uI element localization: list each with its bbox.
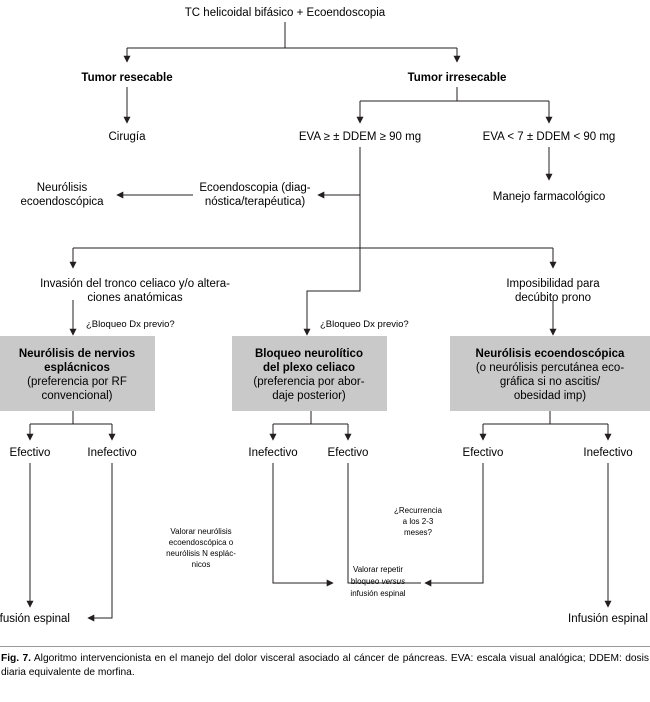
node-ecoendoscopia-diag-line2: nóstica/terapéutica)	[205, 196, 306, 208]
box-plexo-line-2: (preferencia por abor-	[253, 376, 364, 388]
node-imposibilidad-line1: Imposibilidad para	[506, 278, 600, 290]
node-eva-baja-label: EVA < 7 ± DDEM < 90 mg	[483, 131, 616, 143]
node-neurolisis-eco-line1: Neurólisis	[37, 182, 88, 194]
node-ecoendoscopia-diag-line1: Ecoendoscopia (diag-	[199, 182, 310, 194]
box-neurolisis-nervios-esplacnicos	[0, 336, 155, 411]
caption-sentence: Algoritmo intervencionista en el manejo …	[1, 653, 649, 678]
box-plexo-line-1: del plexo celiaco	[263, 362, 355, 374]
box-plexo-line-3: daje posterior)	[272, 390, 346, 402]
node-imposibilidad-line2: decúbito prono	[515, 292, 591, 304]
box-esplacnicos-text: Neurólisis de nervios esplácnicos (prefe…	[19, 348, 135, 402]
edge-box1-outcomes	[26, 411, 116, 441]
node-manejo-farmacologico-label: Manejo farmacológico	[493, 191, 606, 203]
box-neuroeco-line-1: (o neurólisis percutánea eco-	[476, 362, 624, 374]
note-valorar-repetir-line-2: infusión espinal	[350, 589, 405, 598]
box-neuroeco-line-0: Neurólisis ecoendoscópica	[476, 348, 626, 360]
edge-efectivo3-to-valorar	[424, 463, 484, 587]
box-bloqueo-plexo-celiaco	[232, 336, 387, 411]
node-root-label: TC helicoidal bifásico + Ecoendoscopia	[185, 7, 386, 19]
node-invasion-tronco-line1: Invasión del tronco celiaco y/o altera-	[40, 278, 230, 290]
box-esplacnicos-line-2: (preferencia por RF	[27, 376, 127, 388]
box-neuroeco-line-3: obesidad imp)	[514, 390, 586, 402]
caption-figure-number: Fig. 7.	[1, 653, 32, 664]
label-efectivo-1: Efectivo	[10, 447, 51, 459]
note-valorar-repetir-prefix: bloqueo	[351, 577, 382, 586]
caption-divider	[0, 646, 650, 647]
terminal-infusion-espinal-left: Infusión espinal	[0, 613, 70, 625]
label-inefectivo-1: Inefectivo	[87, 447, 136, 459]
edge-inefectivo2-to-valorar	[272, 463, 334, 587]
edge-root-split	[123, 22, 461, 63]
note-recurrencia: ¿Recurrencia a los 2-3 meses?	[394, 506, 443, 537]
edge-irresecable-split	[356, 87, 553, 124]
box-plexo-line-0: Bloqueo neurolítico	[255, 348, 363, 360]
box-neuroeco-line-2: gráfica si no ascitis/	[500, 376, 601, 388]
box-plexo-celiaco-text: Bloqueo neurolítico del plexo celiaco (p…	[253, 348, 364, 402]
box-neurolisis-eco-text: Neurólisis ecoendoscópica (o neurólisis …	[476, 348, 626, 402]
note-valorar-repetir-line-1: bloqueo versus	[351, 577, 405, 586]
note-valorar-neurolisis: Valorar neurólisis ecoendoscópica o neur…	[166, 527, 236, 569]
caption-body: Fig. 7. Algoritmo intervencionista en el…	[0, 647, 650, 680]
edge-trunk-split	[69, 195, 557, 269]
node-neurolisis-eco-line2: ecoendoscópica	[20, 196, 104, 208]
note-valorar-neurolisis-line-0: Valorar neurólisis	[170, 527, 231, 536]
flowchart-canvas: TC helicoidal bifásico + Ecoendoscopia T…	[0, 7, 650, 625]
edge-box2-outcomes	[269, 411, 352, 441]
edge-box3-outcomes	[479, 411, 612, 441]
node-invasion-tronco-line2: ciones anatómicas	[87, 292, 182, 304]
box-esplacnicos-line-3: convencional)	[42, 390, 113, 402]
note-valorar-neurolisis-line-3: nicos	[192, 560, 211, 569]
note-valorar-repetir-line-0: Valorar repetir	[353, 565, 403, 574]
edge-trunk-to-middle-box	[303, 248, 361, 336]
note-valorar-repetir: Valorar repetir bloqueo versus infusión …	[350, 565, 405, 598]
label-efectivo-2: Efectivo	[328, 447, 369, 459]
note-recurrencia-line-2: meses?	[404, 528, 433, 537]
label-bloqueo-dx-previo-middle: ¿Bloqueo Dx previo?	[320, 319, 409, 330]
terminal-infusion-espinal-right: Infusión espinal	[568, 613, 648, 625]
note-recurrencia-line-0: ¿Recurrencia	[394, 506, 443, 515]
label-efectivo-3: Efectivo	[463, 447, 504, 459]
node-tumor-irresecable-label: Tumor irresecable	[408, 72, 507, 84]
edge-inefectivo1-to-infusion	[87, 463, 113, 622]
label-inefectivo-3: Inefectivo	[583, 447, 632, 459]
edge-efectivo2-to-valorar	[347, 463, 421, 584]
box-neurolisis-ecoendoscopica	[450, 336, 650, 411]
node-tumor-resecable-label: Tumor resecable	[81, 72, 172, 84]
label-inefectivo-2: Inefectivo	[248, 447, 297, 459]
box-esplacnicos-line-0: Neurólisis de nervios	[19, 348, 135, 360]
node-cirugia-label: Cirugía	[108, 131, 146, 143]
note-valorar-neurolisis-line-2: neurólisis N esplác-	[166, 549, 236, 558]
note-valorar-repetir-italic: versus	[382, 577, 406, 586]
edge-eva-alta-down	[317, 147, 361, 199]
figure-caption: Fig. 7. Algoritmo intervencionista en el…	[0, 646, 650, 680]
note-valorar-neurolisis-line-1: ecoendoscópica o	[169, 538, 234, 547]
box-esplacnicos-line-1: esplácnicos	[44, 362, 110, 374]
label-bloqueo-dx-previo-left: ¿Bloqueo Dx previo?	[86, 319, 175, 330]
node-eva-alta-label: EVA ≥ ± DDEM ≥ 90 mg	[299, 131, 421, 143]
note-recurrencia-line-1: a los 2-3	[403, 517, 434, 526]
